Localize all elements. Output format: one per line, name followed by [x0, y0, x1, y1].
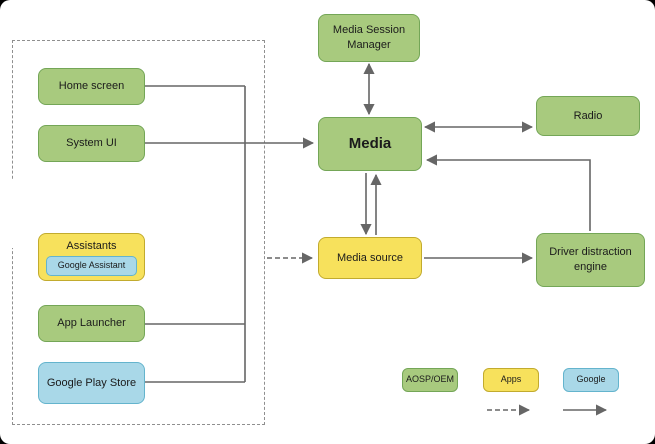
- node-assistants: Assistants Google Assistant: [38, 233, 145, 281]
- node-media: Media: [318, 117, 422, 171]
- node-system-ui: System UI: [38, 125, 145, 162]
- node-google-play-store-label: Google Play Store: [46, 376, 137, 389]
- arrow-dde-to-media: [425, 154, 591, 231]
- node-app-launcher: App Launcher: [38, 305, 145, 342]
- legend-apps-label: Apps: [500, 374, 522, 385]
- legend-aosp-oem-label: AOSP/OEM: [405, 374, 454, 385]
- node-assistants-label: Assistants: [66, 240, 117, 252]
- node-system-ui-label: System UI: [66, 137, 117, 150]
- node-media-session-manager-label: Media Session Manager: [332, 24, 406, 51]
- node-media-source-label: Media source: [336, 251, 404, 264]
- node-google-assistant-label: Google Assistant: [57, 260, 126, 271]
- node-home-screen-label: Home screen: [58, 80, 125, 93]
- node-radio: Radio: [536, 96, 640, 136]
- legend-aosp-oem: AOSP/OEM: [402, 368, 458, 392]
- node-media-source: Media source: [318, 237, 422, 279]
- bus-lines-left-group: [145, 85, 246, 383]
- legend-apps: Apps: [483, 368, 539, 392]
- legend-google-label: Google: [576, 374, 606, 385]
- node-google-play-store: Google Play Store: [38, 362, 145, 404]
- node-driver-distraction-engine-label: Driver distraction engine: [549, 246, 632, 273]
- node-media-session-manager: Media Session Manager: [318, 14, 420, 62]
- node-radio-label: Radio: [573, 109, 603, 122]
- node-driver-distraction-engine: Driver distraction engine: [536, 233, 645, 287]
- node-home-screen: Home screen: [38, 68, 145, 105]
- legend-google: Google: [563, 368, 619, 392]
- node-media-label: Media: [348, 135, 392, 153]
- node-app-launcher-label: App Launcher: [57, 317, 126, 330]
- node-google-assistant: Google Assistant: [46, 256, 137, 277]
